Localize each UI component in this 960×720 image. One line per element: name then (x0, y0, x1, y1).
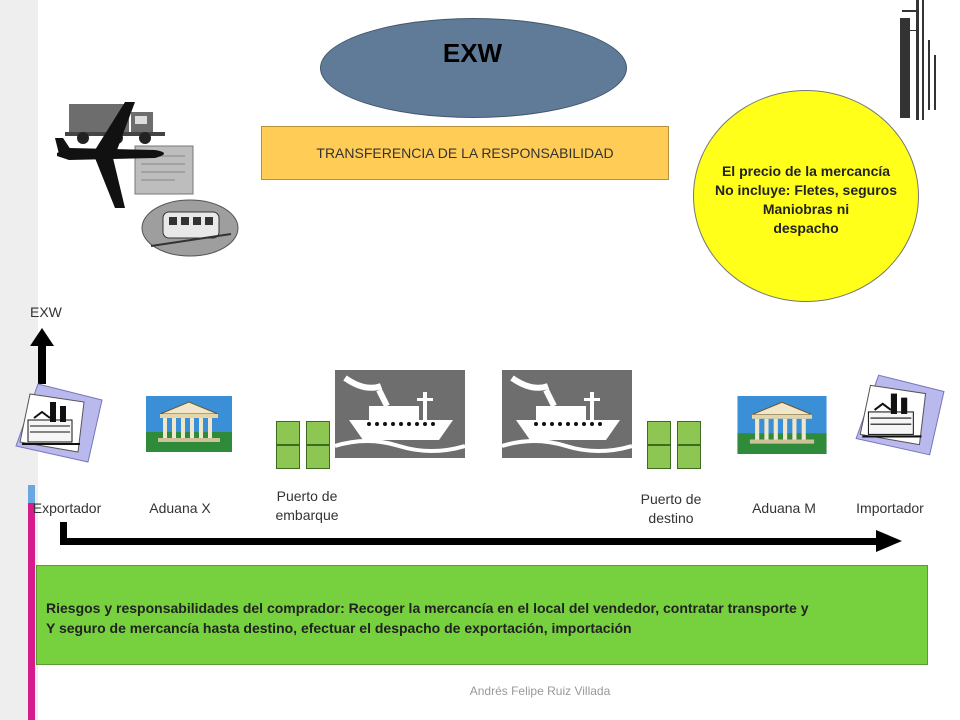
container-stack-origin (276, 421, 330, 469)
container-icon (276, 445, 300, 469)
page-title: EXW (442, 38, 503, 68)
up-arrow-icon (30, 328, 54, 384)
train-icon (141, 199, 239, 257)
container-icon (677, 421, 701, 445)
transfer-responsibility-box: TRANSFERENCIA DE LA RESPONSABILIDAD (261, 126, 669, 180)
price-note-line: El precio de la mercancía (721, 163, 891, 179)
buyer-risk-box: Riesgos y responsabilidades del comprado… (36, 565, 928, 665)
buyer-risk-line: Y seguro de mercancía hasta destino, efe… (46, 620, 632, 636)
buyer-risk-line: Riesgos y responsabilidades del comprado… (46, 600, 809, 616)
node-label-puerto-destino: Puerto de destino (640, 491, 702, 526)
customs-building-icon (737, 396, 827, 454)
price-note-line: despacho (773, 220, 839, 236)
author-footer: Andrés Felipe Ruiz Villada (469, 684, 611, 698)
responsibility-arrow-icon (60, 522, 902, 552)
transport-icon (55, 102, 239, 257)
container-icon (677, 445, 701, 469)
price-note-text: El precio de la mercancía No incluye: Fl… (696, 162, 916, 238)
price-note-circle: El precio de la mercancía No incluye: Fl… (693, 90, 919, 302)
factory-icon (15, 383, 103, 463)
node-label-exportador: Exportador (32, 500, 102, 516)
customs-building-icon (146, 396, 232, 452)
buyer-risk-text: Riesgos y responsabilidades del comprado… (46, 598, 926, 638)
node-label-puerto-embarque: Puerto de embarque (275, 488, 339, 523)
exw-arrow-label: EXW (30, 304, 62, 320)
corner-decoration (900, 0, 936, 120)
price-note-line: Maniobras ni (762, 201, 850, 217)
container-icon (306, 445, 330, 469)
container-icon (276, 421, 300, 445)
factory-icon (855, 374, 945, 456)
container-icon (647, 445, 671, 469)
title-ellipse (320, 18, 627, 118)
airplane-icon (55, 102, 164, 208)
node-label-aduana-m: Aduana M (752, 500, 816, 516)
price-note-line: No incluye: Fletes, seguros (714, 182, 898, 198)
container-icon (647, 421, 671, 445)
left-decorative-strip (0, 0, 38, 720)
container-icon (306, 421, 330, 445)
ship-icon (502, 370, 632, 458)
accent-bar (28, 485, 35, 720)
container-stack-destination (647, 421, 701, 469)
accent-bar-top (28, 485, 35, 503)
node-label-aduana-x: Aduana X (149, 500, 211, 516)
node-label-importador: Importador (856, 500, 924, 516)
ship-icon (335, 370, 465, 458)
